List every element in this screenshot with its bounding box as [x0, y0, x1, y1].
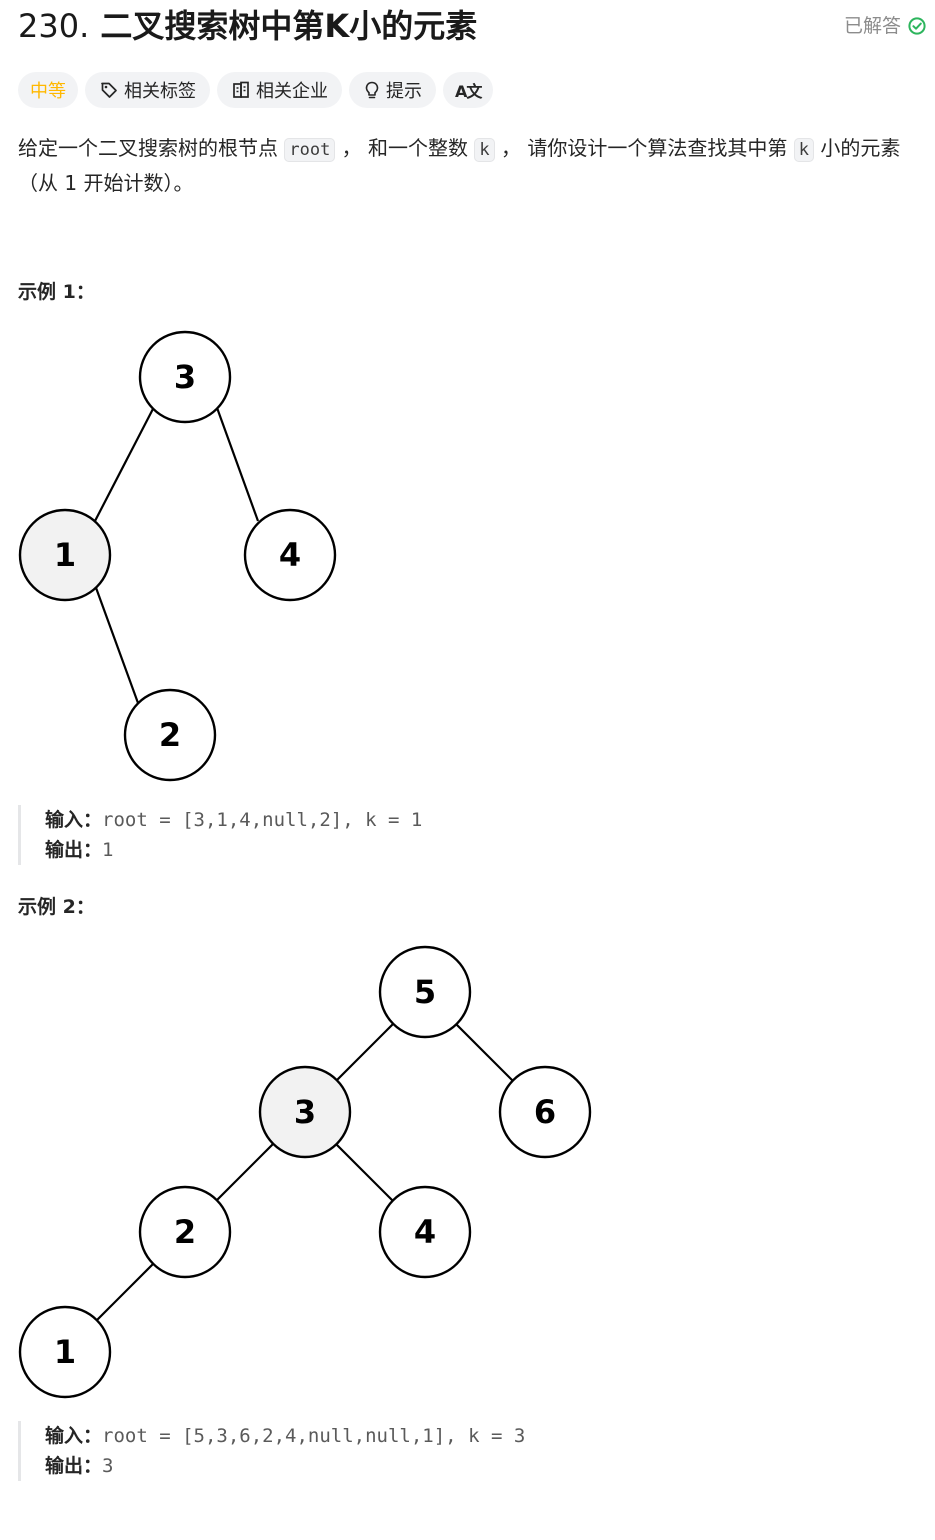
tree-edge [95, 1263, 154, 1322]
tree-node-highlighted: 1 [18, 508, 112, 602]
output-value: 3 [102, 1455, 114, 1477]
example-2-title: 示例 2： [18, 896, 95, 918]
tree-node: 1 [18, 1305, 112, 1399]
tree-node: 4 [243, 508, 337, 602]
related-tags-button[interactable]: 相关标签 [85, 72, 210, 108]
tag-bar: 中等 相关标签 相关企业 提示 A文 [18, 72, 500, 108]
code-k: k [474, 138, 495, 162]
solved-label: 已解答 [843, 15, 901, 37]
example-output: 输出：3 [45, 1451, 525, 1481]
tree-edge [93, 584, 140, 704]
translate-icon: A文 [455, 82, 482, 101]
code-root: root [284, 138, 336, 162]
tree-node: 5 [378, 945, 472, 1039]
description-text: 小的元素（从 1 开始计数）。 [18, 136, 901, 195]
hint-button[interactable]: 提示 [349, 72, 436, 108]
translate-button[interactable]: A文 [443, 72, 494, 108]
problem-number: 230. [18, 7, 90, 45]
difficulty-label: 中等 [30, 81, 66, 102]
related-companies-label: 相关企业 [256, 81, 328, 102]
problem-description: 给定一个二叉搜索树的根节点 root ， 和一个整数 k ， 请你设计一个算法查… [18, 132, 928, 200]
node-value: 2 [159, 716, 181, 754]
related-companies-button[interactable]: 相关企业 [217, 72, 342, 108]
input-value: root = [5,3,6,2,4,null,null,1], k = 3 [102, 1425, 526, 1447]
node-value: 4 [279, 536, 301, 574]
example-1-io: 输入：root = [3,1,4,null,2], k = 1 输出：1 [18, 805, 422, 865]
example-1-title: 示例 1： [18, 281, 95, 303]
input-label: 输入： [45, 1425, 103, 1447]
node-value: 3 [174, 358, 196, 396]
output-label: 输出： [45, 839, 103, 861]
tree-node: 2 [123, 688, 217, 782]
description-text: 给定一个二叉搜索树的根节点 [18, 136, 285, 160]
tree-node: 6 [498, 1065, 592, 1159]
example-1-tree-diagram: 3 1 4 2 [18, 330, 337, 782]
tree-node-highlighted: 3 [258, 1065, 352, 1159]
problem-name: 二叉搜索树中第K小的元素 [100, 7, 478, 45]
problem-title[interactable]: 230. 二叉搜索树中第K小的元素 [18, 4, 477, 48]
node-value: 2 [174, 1213, 196, 1251]
tree-edge [215, 1143, 274, 1202]
output-label: 输出： [45, 1455, 103, 1477]
tree-edge [214, 404, 260, 522]
example-output: 输出：1 [45, 835, 422, 865]
tree-edge [335, 1023, 394, 1082]
check-circle-icon [908, 17, 926, 35]
node-value: 4 [414, 1213, 436, 1251]
node-value: 6 [534, 1093, 556, 1131]
tree-edge [455, 1023, 514, 1082]
description-text: ， 请你设计一个算法查找其中第 [494, 136, 794, 160]
example-2-io: 输入：root = [5,3,6,2,4,null,null,1], k = 3… [18, 1421, 525, 1481]
building-icon [233, 81, 249, 98]
node-value: 1 [54, 1333, 76, 1371]
hint-label: 提示 [386, 81, 422, 102]
output-value: 1 [102, 839, 114, 861]
lightbulb-icon [365, 81, 379, 99]
tree-node: 3 [138, 330, 232, 424]
tree-node: 4 [378, 1185, 472, 1279]
description-text: ， 和一个整数 [335, 136, 475, 160]
tree-edge [335, 1143, 394, 1202]
node-value: 5 [414, 973, 436, 1011]
node-value: 3 [294, 1093, 316, 1131]
input-label: 输入： [45, 809, 103, 831]
problem-header: 230. 二叉搜索树中第K小的元素 已解答 [18, 4, 927, 48]
example-2-tree-diagram: 5 3 6 2 4 1 [18, 945, 592, 1399]
input-value: root = [3,1,4,null,2], k = 1 [102, 809, 423, 831]
tag-icon [101, 82, 117, 98]
example-input: 输入：root = [3,1,4,null,2], k = 1 [45, 805, 422, 835]
solved-status: 已解答 [844, 14, 927, 38]
difficulty-badge[interactable]: 中等 [18, 72, 78, 108]
tree-edge [94, 404, 156, 522]
example-input: 输入：root = [5,3,6,2,4,null,null,1], k = 3 [45, 1421, 525, 1451]
code-k: k [793, 138, 814, 162]
node-value: 1 [54, 536, 76, 574]
tree-node: 2 [138, 1185, 232, 1279]
related-tags-label: 相关标签 [124, 81, 196, 102]
